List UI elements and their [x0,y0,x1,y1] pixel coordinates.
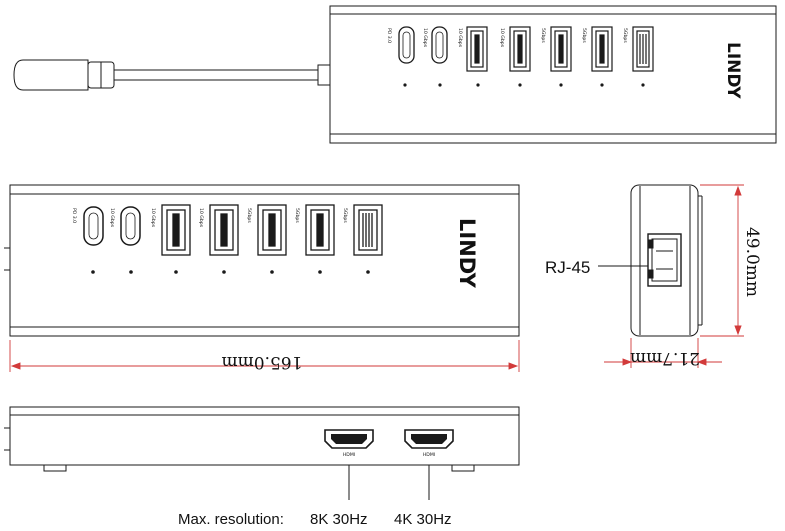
usb-a-port-1 [161,204,191,256]
hdmi-port-1 [324,429,374,449]
usb-a-port-4 [591,26,613,72]
usb-c-port-inner [88,212,99,240]
led-dot [129,270,133,274]
hdmi-label-2: HDMI [423,452,435,458]
usb-a-port-3 [550,26,572,72]
dimension-arrow [622,358,633,366]
port-label-a5b: 5Gbps [294,208,300,223]
led-dot [600,83,604,87]
led-dot [318,270,322,274]
rj45-port [647,233,682,287]
led-dot [91,270,95,274]
led-dot [270,270,274,274]
port-label-a10b: 10 Gbps [499,28,505,48]
hub-body-top [329,5,777,144]
port-label-pd: PD 3.0 [386,28,392,43]
usb-a-port-2 [509,26,531,72]
port-label-a10a: 10 Gbps [150,208,156,228]
max-resolution-label: Max. resolution: [178,511,284,528]
usb-a-port-4 [305,204,335,256]
usb-a-port-1 [466,26,488,72]
led-dot [559,83,563,87]
port-label-a5b: 5Gbps [581,28,587,43]
rj45-led [648,239,654,249]
port-label-a5c: 5Gbps [342,208,348,223]
dimension-arrow [734,185,742,196]
usb-c-port-10g [120,206,141,246]
port-label-c10: 10 Gbps [422,28,428,48]
resolution-hdmi-1: 8K 30Hz [310,511,368,528]
usb-c-port-inner [125,212,136,240]
port-label-a5c: 5Gbps [622,28,628,43]
usb-a-port-5 [353,204,383,256]
port-label-pd: PD 3.0 [71,208,77,223]
front-view-port-labels: PD 3.0 10 Gbps 10 Gbps 10 Gbps 5Gbps 5Gb… [71,208,479,289]
rubber-foot [43,464,67,472]
resolution-hdmi-2: 4K 30Hz [394,511,452,528]
led-dot [518,83,522,87]
usb-a-port-2 [209,204,239,256]
cable-strain-relief [317,64,331,86]
dimension-arrow [696,358,707,366]
port-label-a5a: 5Gbps [246,208,252,223]
top-view-ports [398,26,654,87]
dimension-arrow [508,362,519,370]
length-dimension [9,340,520,372]
usb-c-port-pd [398,26,415,64]
led-dot [403,83,407,87]
rj45-label: RJ-45 [545,258,590,277]
usb-a-port-3 [257,204,287,256]
hdmi-label-1: HDMI [343,452,355,458]
length-dimension-label: 165.0mm [222,352,303,372]
rj45-led [648,269,654,279]
port-label-c10: 10 Gbps [109,208,115,228]
rubber-foot [451,464,475,472]
side-view [630,184,703,337]
width-dimension-label: 21.7mm [630,348,700,368]
width-dimension [604,338,722,368]
rj45-port-inner [651,238,678,282]
hdmi-port-2 [404,429,454,449]
led-dot [222,270,226,274]
usb-c-port-10g [431,26,448,64]
usb-c-port-inner [402,31,411,59]
usb-c-plug [13,59,89,91]
top-view-port-labels: PD 3.0 10 Gbps 10 Gbps 10 Gbps 5Gbps 5Gb… [386,28,743,99]
dimension-arrow [10,362,21,370]
hdmi-port-inner [411,434,447,444]
usb-c-port-pd [83,206,104,246]
hdmi-port-inner [331,434,367,444]
top-view [13,5,777,144]
port-label-a10b: 10 Gbps [198,208,204,228]
brand-logo-top: LINDY [723,42,743,99]
front-view [4,184,520,337]
usb-a-port-5 [632,26,654,72]
height-dimension [700,184,744,337]
led-dot [641,83,645,87]
led-dot [438,83,442,87]
led-dot [174,270,178,274]
led-dot [476,83,480,87]
height-dimension-label: 49.0mm [742,227,762,297]
rear-view [4,406,520,472]
hdmi-ports: HDMI HDMI [324,429,454,500]
led-dot [366,270,370,274]
port-label-a5a: 5Gbps [540,28,546,43]
front-view-ports [83,204,383,274]
hub-body-front [9,184,520,337]
dimension-arrow [734,325,742,336]
usb-c-port-inner [435,31,444,59]
port-label-a10a: 10 Gbps [457,28,463,48]
brand-logo-front: LINDY [455,218,479,289]
hub-body-side [630,184,699,337]
